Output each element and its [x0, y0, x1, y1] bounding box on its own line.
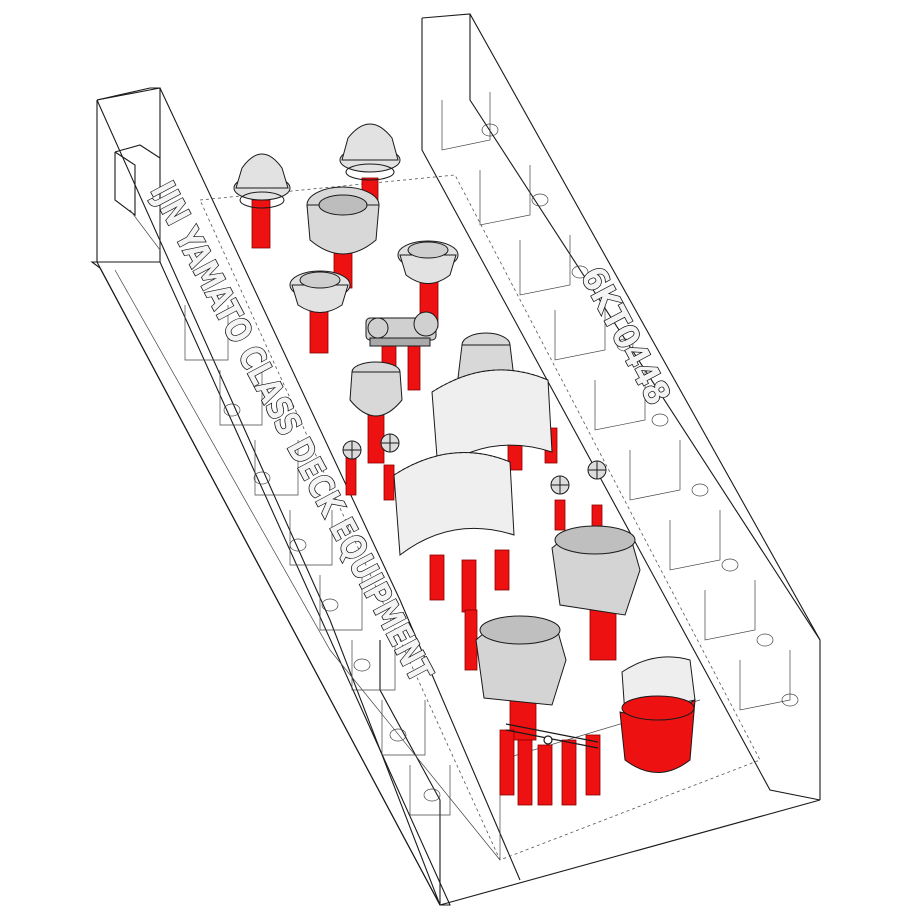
pin [345, 454, 357, 496]
part-large-ventilator-top [306, 186, 380, 255]
part-cylinder-drum [619, 656, 696, 773]
part-ventilator-mid-left [289, 270, 351, 313]
code-text: 6KT0448 [571, 260, 678, 413]
part-rail-rack [505, 723, 599, 749]
pin [554, 499, 566, 531]
part-bowl-ventilator-left [349, 361, 403, 417]
pin [517, 739, 533, 806]
part-winch [365, 311, 439, 347]
pin [464, 609, 478, 671]
pin [461, 559, 477, 613]
part-valve-wheel-2 [380, 433, 400, 453]
title-text: IJN YAMATO CLASS DECK EQUIPMENT [141, 175, 441, 690]
part-ventilator-mid-right [397, 240, 459, 284]
part-valve-wheel-3 [550, 475, 570, 495]
kit-code: 6KT0448 [572, 260, 678, 411]
part-searchlight-housing-right [551, 525, 641, 616]
part-curved-shield-lower [393, 452, 515, 556]
part-small-ventilator-right [339, 123, 401, 181]
pin [494, 549, 510, 591]
pin [383, 464, 395, 501]
pin [429, 554, 445, 601]
part-valve-wheel-4 [587, 460, 607, 480]
pin [585, 734, 601, 796]
pin [589, 609, 617, 661]
pin [537, 744, 553, 806]
pin [407, 344, 421, 391]
part-valve-wheel-1 [342, 440, 362, 460]
part-searchlight-housing-left [475, 615, 567, 706]
part-small-ventilator-left [233, 153, 291, 209]
pin [561, 739, 577, 806]
pin [499, 729, 515, 796]
kit-title: IJN YAMATO CLASS DECK EQUIPMENT [142, 175, 441, 689]
